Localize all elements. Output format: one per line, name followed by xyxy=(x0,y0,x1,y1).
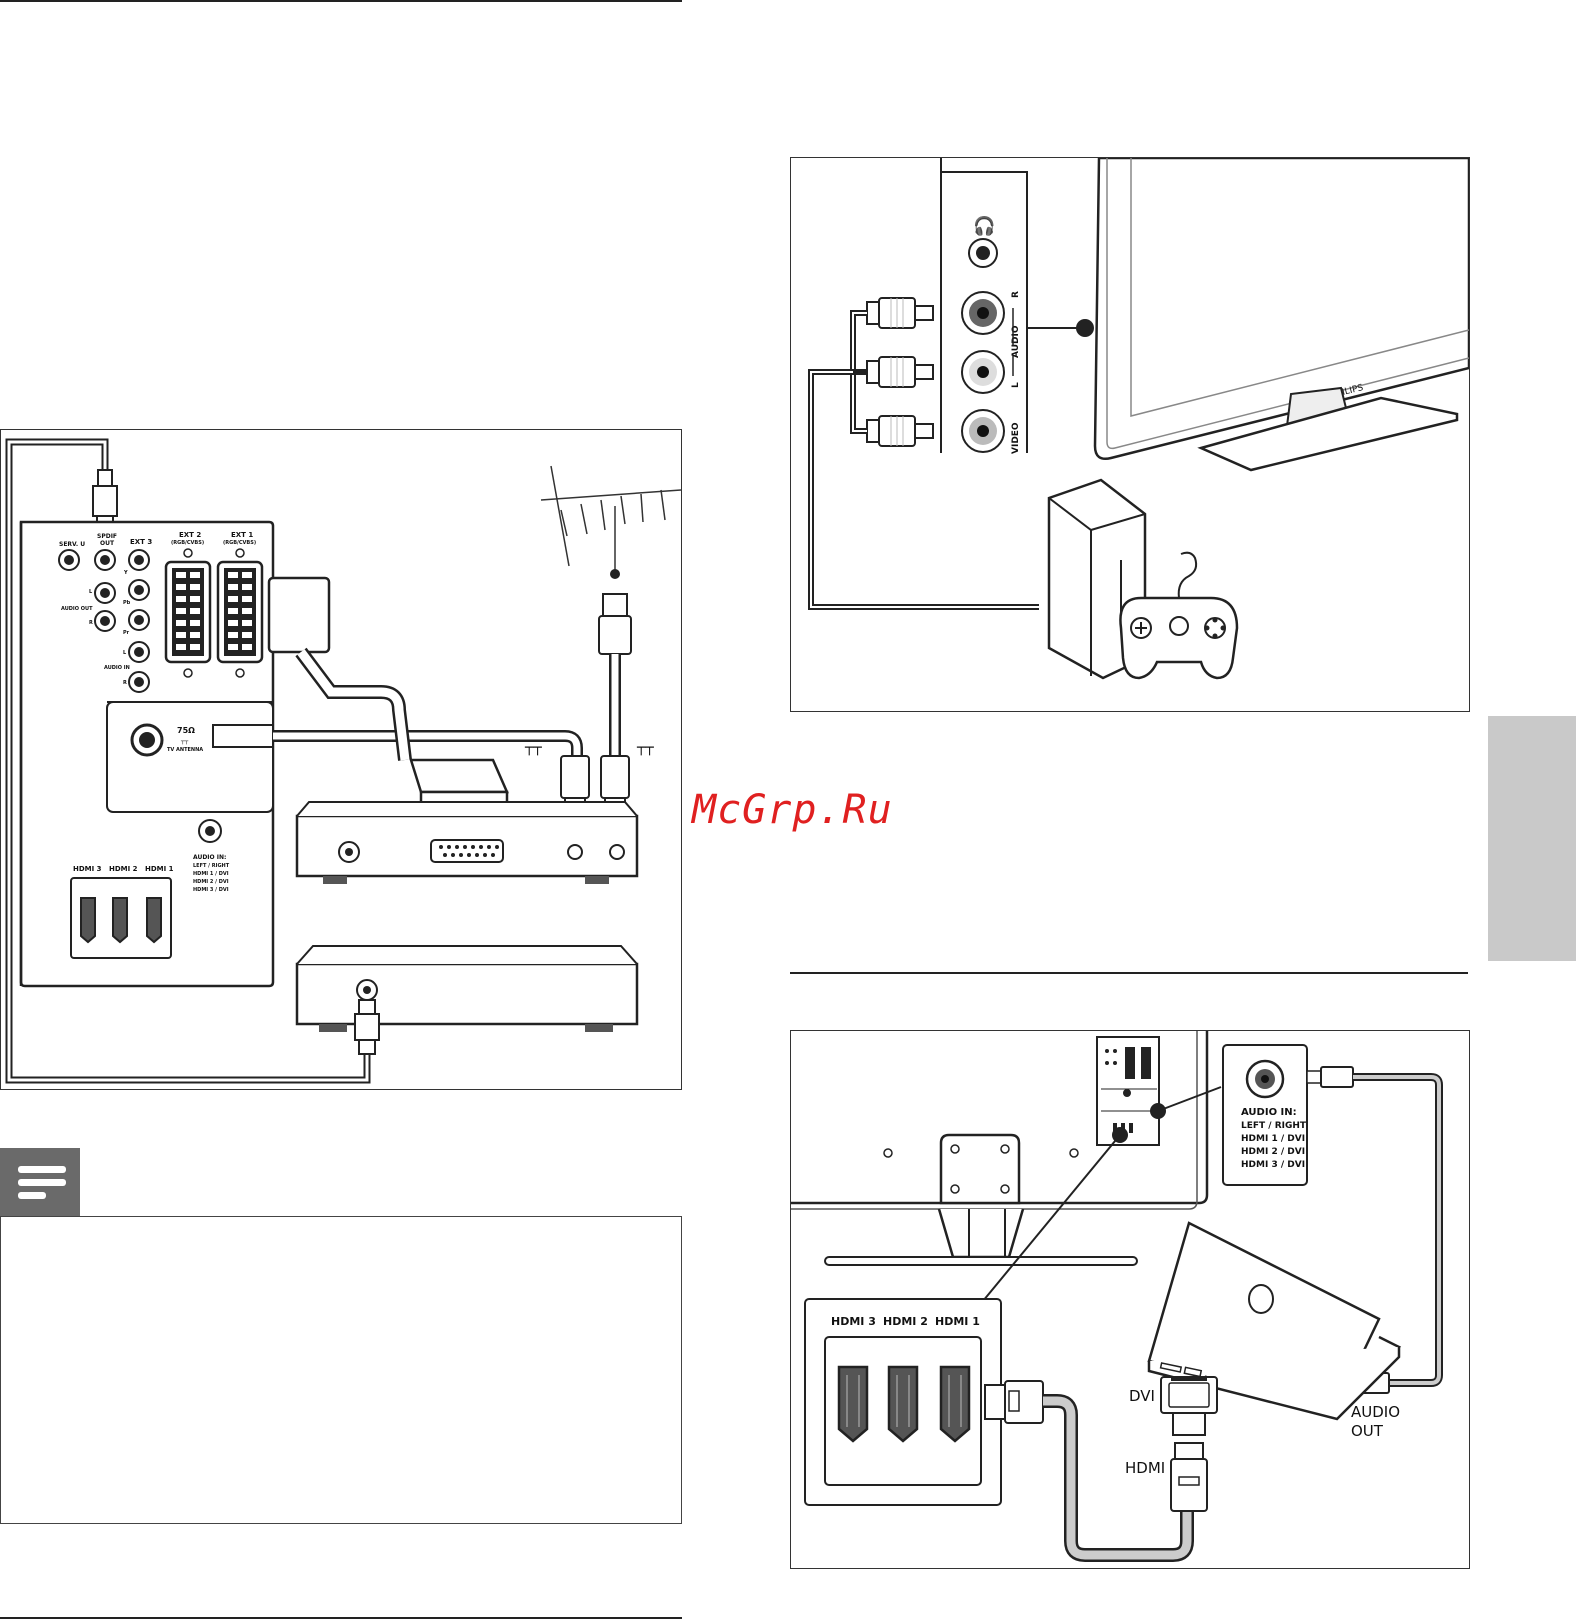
watermark: McGrp.Ru xyxy=(692,787,893,833)
section-rule xyxy=(790,972,1468,974)
audio-in-line-4: HDMI 3 / DVI xyxy=(193,887,229,893)
game-video-label: VIDEO xyxy=(1011,422,1021,454)
pc-audio-in-line-4: HDMI 3 / DVI xyxy=(1241,1160,1305,1170)
pc-audio-in-line-2: HDMI 1 / DVI xyxy=(1241,1134,1305,1144)
audio-in-labels: AUDIO IN: LEFT / RIGHT HDMI 1 / DVI HDMI… xyxy=(193,854,230,893)
audio-out-label-1: AUDIO xyxy=(1351,1403,1400,1421)
scart-sockets xyxy=(164,548,264,678)
bottom-rule xyxy=(0,1617,682,1619)
pb-label: Pb xyxy=(123,600,131,606)
game-r-label: R xyxy=(1011,291,1021,298)
ext1-label: EXT 1 xyxy=(231,531,253,539)
audio-in-l-label: L xyxy=(123,650,127,656)
note-icon xyxy=(0,1148,80,1216)
pc-audio-in-line-0: AUDIO IN: xyxy=(1241,1107,1297,1118)
svg-text:┬┬: ┬┬ xyxy=(180,738,189,745)
y-label: Y xyxy=(123,570,128,576)
scart-diagram: SERV. U SPDIF OUT EXT 3 EXT 2 (RGB/CVBS)… xyxy=(5,438,681,1084)
game-console-figure: 🎧 L AUDIO R VIDEO PHILIPS xyxy=(790,157,1470,712)
top-rule xyxy=(0,0,682,2)
audio-out-label-2: OUT xyxy=(1351,1422,1384,1440)
audio-in-line-0: AUDIO IN: xyxy=(193,854,226,861)
svg-text:🎧: 🎧 xyxy=(973,215,995,237)
hdmi-adapter-label: HDMI xyxy=(1125,1459,1165,1477)
svg-text:┬┬: ┬┬ xyxy=(636,740,654,756)
ohm-label: 75Ω xyxy=(177,726,195,735)
hdmi1-label: HDMI 1 xyxy=(145,865,174,873)
audio-out-r-label: R xyxy=(89,620,93,626)
serv-u-label: SERV. U xyxy=(59,541,85,548)
side-tab xyxy=(1488,716,1576,961)
pc-hdmi1-label: HDMI 1 xyxy=(935,1315,980,1328)
game-audio-label: AUDIO xyxy=(1011,325,1021,358)
spdif-label: SPDIF xyxy=(97,533,117,540)
audio-in-line-2: HDMI 1 / DVI xyxy=(193,871,229,877)
pc-connection-figure: AUDIO IN: LEFT / RIGHT HDMI 1 / DVI HDMI… xyxy=(790,1030,1470,1569)
hdmi2-label: HDMI 2 xyxy=(109,865,138,873)
hdmi3-label: HDMI 3 xyxy=(73,865,102,873)
ext3-label: EXT 3 xyxy=(130,538,152,546)
pc-audio-in-labels: AUDIO IN: LEFT / RIGHT HDMI 1 / DVI HDMI… xyxy=(1241,1107,1307,1170)
audio-in-r-label: R xyxy=(123,680,127,686)
game-l-label: L xyxy=(1011,382,1021,388)
pc-hdmi3-label: HDMI 3 xyxy=(831,1315,876,1328)
audio-out-label: AUDIO OUT xyxy=(61,606,93,612)
spdif-out-label: OUT xyxy=(100,540,115,547)
tv-antenna-label: TV ANTENNA xyxy=(167,747,203,753)
pr-label: Pr xyxy=(123,630,130,636)
ext1-sub-label: (RGB/CVBS) xyxy=(223,540,256,546)
dvi-label: DVI xyxy=(1129,1387,1155,1405)
game-diagram: 🎧 L AUDIO R VIDEO PHILIPS xyxy=(808,158,1469,680)
ext2-sub-label: (RGB/CVBS) xyxy=(171,540,204,546)
audio-in-small-label: AUDIO IN xyxy=(104,665,130,671)
pc-diagram: AUDIO IN: LEFT / RIGHT HDMI 1 / DVI HDMI… xyxy=(791,1031,1443,1562)
audio-in-line-3: HDMI 2 / DVI xyxy=(193,879,229,885)
svg-text:┬┬: ┬┬ xyxy=(524,740,542,756)
audio-in-line-1: LEFT / RIGHT xyxy=(193,863,230,869)
scart-connection-figure: SERV. U SPDIF OUT EXT 3 EXT 2 (RGB/CVBS)… xyxy=(0,429,682,1090)
audio-out-l-label: L xyxy=(89,589,93,595)
note-box xyxy=(0,1216,682,1524)
pc-audio-in-line-3: HDMI 2 / DVI xyxy=(1241,1147,1305,1157)
pc-audio-in-line-1: LEFT / RIGHT xyxy=(1241,1121,1307,1131)
pc-hdmi2-label: HDMI 2 xyxy=(883,1315,928,1328)
ext2-label: EXT 2 xyxy=(179,531,201,539)
